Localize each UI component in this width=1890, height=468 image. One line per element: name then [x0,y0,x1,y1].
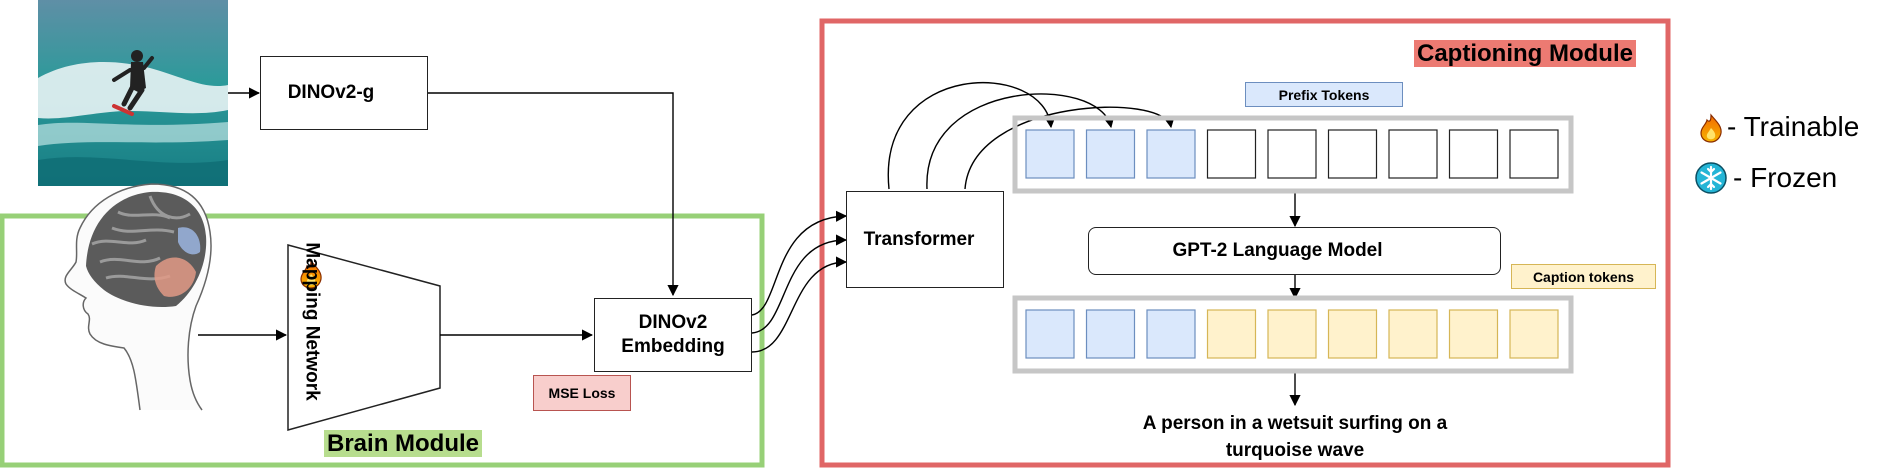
captioning-module-label: Captioning Module [1414,40,1636,67]
generated-caption-line2: turquoise wave [1225,440,1365,461]
brain-module-frame [0,213,765,468]
empty-token [1509,129,1559,179]
transformer-label: Transformer [863,228,975,250]
brain-module-label-text: Brain Module [327,430,480,457]
mse-loss-tag: MSE Loss [533,375,631,411]
snowflake-icon [1694,161,1728,195]
prefix-token [1146,309,1196,359]
prefix-token [1085,129,1136,179]
captioning-module-label-text: Captioning Module [1417,40,1633,67]
dinov2-embedding-label-line1: DINOv2 [638,312,708,333]
flame-icon [1700,114,1722,143]
legend-trainable-label: - Trainable [1727,111,1860,142]
legend-frozen: - Frozen [1733,162,1837,194]
token-row-top [1025,129,1559,179]
prefix-tokens-tag: Prefix Tokens [1245,82,1403,107]
empty-token [1388,129,1438,179]
transformer-block: Transformer [846,191,1004,288]
dinov2-g-block: DINOv2-g [260,56,428,130]
empty-token [1206,129,1257,179]
caption-token [1388,309,1438,359]
prefix-token [1085,309,1136,359]
prefix-token [1025,129,1075,179]
gpt2-language-model-block: GPT-2 Language Model [1088,227,1501,275]
prefix-token [1146,129,1196,179]
dinov2-embedding-label-line2: Embedding [621,336,725,357]
caption-token [1206,309,1257,359]
dinov2-embedding-block: DINOv2 Embedding [594,298,752,372]
brain-module-label: Brain Module [324,430,483,457]
caption-token [1448,309,1499,359]
surfer-photo [38,0,228,186]
caption-token [1327,309,1378,359]
dinov2-g-label: DINOv2-g [287,82,375,103]
empty-token [1448,129,1499,179]
caption-tokens-tag: Caption tokens [1511,264,1656,289]
prefix-token-frame [1012,115,1574,194]
connector-arrows [198,82,1301,407]
legend-trainable: - Trainable [1727,111,1859,143]
prefix-token [1025,309,1075,359]
head-brain-illustration [64,183,212,411]
empty-token [1267,129,1317,179]
empty-token [1327,129,1378,179]
generated-caption-line1: A person in a wetsuit surfing on a [1142,413,1448,434]
generated-caption: A person in a wetsuit surfing on a turqu… [1100,410,1490,464]
gpt2-label: GPT-2 Language Model [1172,240,1383,261]
mapping-network-label: Mapping Network [301,242,323,401]
caption-token-frame [1012,295,1574,374]
caption-token [1509,309,1559,359]
caption-token [1267,309,1317,359]
legend-frozen-label: - Frozen [1733,162,1838,193]
captioning-module-frame [819,18,1671,468]
mse-loss-label: MSE Loss [548,385,616,401]
mapping-network-block [287,244,441,431]
token-row-bottom [1025,309,1559,359]
caption-tokens-label: Caption tokens [1532,268,1635,285]
prefix-tokens-label: Prefix Tokens [1278,86,1370,103]
